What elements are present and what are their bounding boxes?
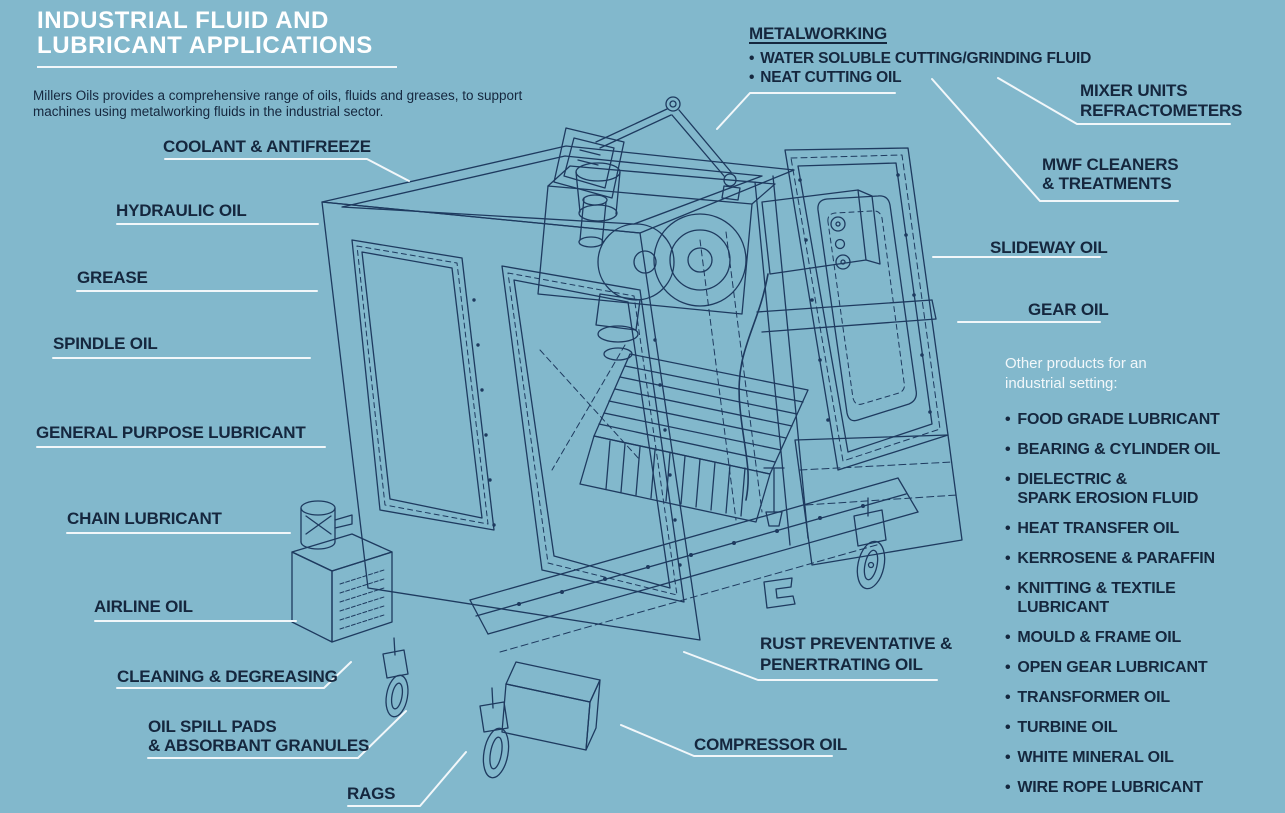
list-item: • WHITE MINERAL OIL — [1005, 748, 1255, 767]
metalworking-item-text: NEAT CUTTING OIL — [760, 69, 902, 86]
label-coolant-antifreeze: COOLANT & ANTIFREEZE — [163, 137, 371, 156]
list-item-text: TURBINE OIL — [1017, 719, 1118, 736]
list-item-text: FOOD GRADE LUBRICANT — [1017, 411, 1220, 428]
leader-mixer — [997, 77, 1231, 125]
leader-rags — [347, 751, 467, 807]
leader-rust — [683, 651, 938, 681]
page-title-line2: LUBRICANT APPLICATIONS — [37, 32, 373, 59]
list-item: • WIRE ROPE LUBRICANT — [1005, 778, 1255, 797]
leader-oilspill — [147, 710, 407, 759]
list-item-text: TRANSFORMER OIL — [1017, 689, 1170, 706]
list-item-text: KERROSENE & PARAFFIN — [1017, 550, 1215, 567]
list-item: • TRANSFORMER OIL — [1005, 688, 1255, 707]
metalworking-block: METALWORKING • WATER SOLUBLE CUTTING/GRIN… — [749, 24, 1091, 87]
title-underline — [37, 66, 397, 68]
bullet-icon: • — [1005, 779, 1011, 796]
label-spindle-oil: SPINDLE OIL — [53, 334, 158, 353]
other-products-list: • FOOD GRADE LUBRICANT • BEARING & CYLINDE… — [1005, 410, 1255, 797]
bullet-icon: • — [1005, 689, 1011, 706]
bullet-icon: • — [1005, 471, 1011, 488]
label-mixer-units-refractometers: MIXER UNITS REFRACTOMETERS — [1080, 81, 1243, 120]
leader-coolant — [164, 158, 410, 182]
leader-compressor — [620, 724, 833, 757]
other-products-heading: Other products for an industrial setting… — [1005, 355, 1147, 392]
list-item: • OPEN GEAR LUBRICANT — [1005, 658, 1255, 677]
bullet-icon: • — [1005, 719, 1011, 736]
metalworking-item-text: WATER SOLUBLE CUTTING/GRINDING FLUID — [760, 50, 1092, 67]
bullet-icon: • — [1005, 659, 1011, 676]
list-item-text: HEAT TRANSFER OIL — [1017, 520, 1180, 537]
list-item-text: DIELECTRIC & SPARK EROSION FLUID — [1017, 471, 1199, 507]
label-mwf-cleaners-treatments: MWF CLEANERS & TREATMENTS — [1042, 155, 1179, 193]
label-gear-oil: GEAR OIL — [1028, 300, 1109, 319]
list-item-text: OPEN GEAR LUBRICANT — [1017, 659, 1208, 676]
list-item-text: WIRE ROPE LUBRICANT — [1017, 779, 1203, 796]
leader-lines — [36, 77, 1231, 807]
label-airline-oil: AIRLINE OIL — [94, 597, 193, 616]
label-rags: RAGS — [347, 784, 396, 803]
list-item: • KNITTING & TEXTILE LUBRICANT — [1005, 579, 1255, 617]
list-item-text: MOULD & FRAME OIL — [1017, 629, 1182, 646]
bullet-icon: • — [749, 50, 755, 67]
bullet-icon: • — [1005, 441, 1011, 458]
label-chain-lubricant: CHAIN LUBRICANT — [67, 509, 222, 528]
list-item: • MOULD & FRAME OIL — [1005, 628, 1255, 647]
list-item: • FOOD GRADE LUBRICANT — [1005, 410, 1255, 429]
bullet-icon: • — [1005, 550, 1011, 567]
list-item: • KERROSENE & PARAFFIN — [1005, 549, 1255, 568]
label-grease: GREASE — [77, 268, 148, 287]
label-compressor-oil: COMPRESSOR OIL — [694, 735, 848, 754]
intro-text: Millers Oils provides a comprehensive ra… — [33, 88, 523, 119]
bullet-icon: • — [1005, 629, 1011, 646]
leader-metalworking — [716, 92, 896, 130]
leader-mwf — [931, 78, 1179, 202]
list-item-text: KNITTING & TEXTILE LUBRICANT — [1017, 580, 1176, 616]
label-hydraulic-oil: HYDRAULIC OIL — [116, 201, 247, 220]
page-title-line1: INDUSTRIAL FLUID AND — [37, 7, 329, 34]
list-item: • DIELECTRIC & SPARK EROSION FLUID — [1005, 470, 1255, 508]
label-rust-preventative-penetrating-oil: RUST PREVENTATIVE & PENERTRATING OIL — [760, 634, 953, 674]
bullet-icon: • — [1005, 749, 1011, 766]
metalworking-items: • WATER SOLUBLE CUTTING/GRINDING FLUID • N… — [749, 49, 1091, 87]
list-item: • BEARING & CYLINDER OIL — [1005, 440, 1255, 459]
other-products-section: Other products for an industrial setting… — [1005, 354, 1255, 808]
label-general-purpose-lubricant: GENERAL PURPOSE LUBRICANT — [36, 423, 306, 442]
bullet-icon: • — [1005, 520, 1011, 537]
label-oil-spill-pads: OIL SPILL PADS & ABSORBANT GRANULES — [148, 717, 370, 755]
bullet-icon: • — [1005, 411, 1011, 428]
metalworking-item: • WATER SOLUBLE CUTTING/GRINDING FLUID — [749, 49, 1091, 68]
list-item: • TURBINE OIL — [1005, 718, 1255, 737]
bullet-icon: • — [749, 69, 755, 86]
label-cleaning-degreasing: CLEANING & DEGREASING — [117, 667, 338, 686]
leader-cleaning — [116, 661, 352, 689]
list-item-text: WHITE MINERAL OIL — [1017, 749, 1174, 766]
metalworking-item: • NEAT CUTTING OIL — [749, 68, 1091, 87]
list-item-text: BEARING & CYLINDER OIL — [1017, 441, 1221, 458]
label-slideway-oil: SLIDEWAY OIL — [990, 238, 1108, 257]
bullet-icon: • — [1005, 580, 1011, 597]
cnc-machine-illustration — [291, 96, 963, 779]
list-item: • HEAT TRANSFER OIL — [1005, 519, 1255, 538]
metalworking-heading: METALWORKING — [749, 24, 887, 43]
